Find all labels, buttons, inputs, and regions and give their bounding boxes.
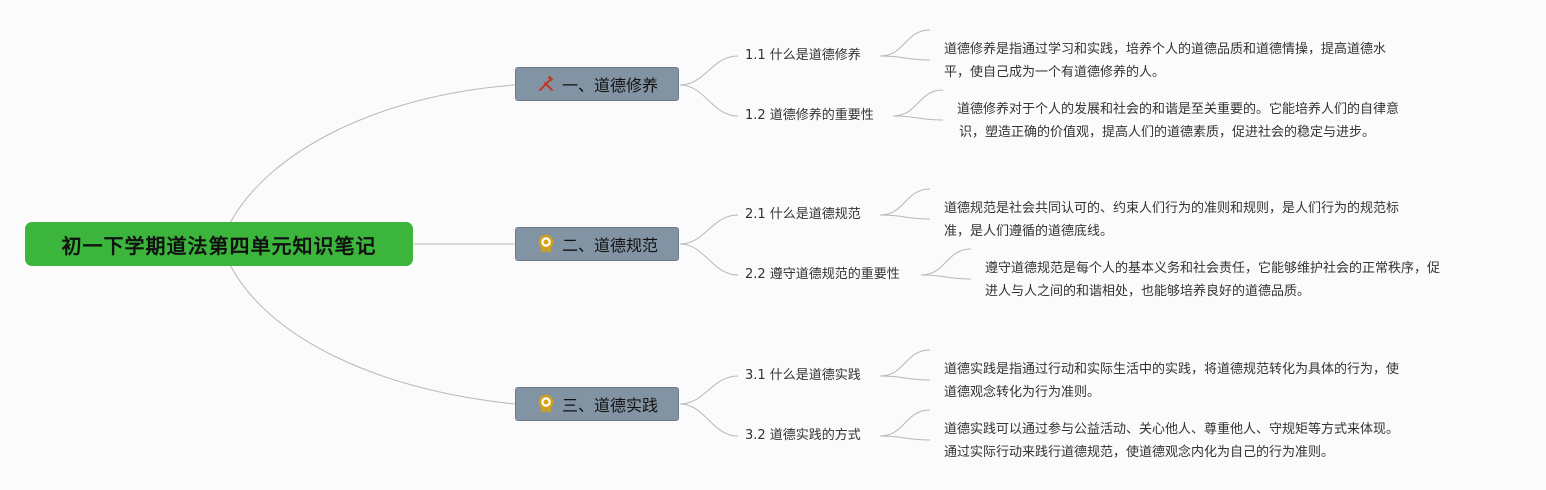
topic-label: 一、道德修养 xyxy=(561,76,658,95)
connector-sub-2-2-note xyxy=(920,248,972,280)
note-2-1[interactable]: 道德规范是社会共同认可的、约束人们行为的准则和规则，是人们行为的规范标 准，是人… xyxy=(944,197,1399,243)
topic-label: 二、道德规范 xyxy=(561,236,658,255)
note-line: 道德实践是指通过行动和实际生活中的实践，将道德规范转化为具体的行为，使 xyxy=(944,362,1400,377)
connector-root-topic-1 xyxy=(229,84,516,224)
note-line: 通过实际行动来践行道德规范，使道德观念内化为自己的行为准则。 xyxy=(944,445,1335,460)
subtopic-3-1[interactable]: 3.1 什么是道德实践 xyxy=(745,368,861,383)
root-title: 初一下学期道法第四单元知识笔记 xyxy=(61,233,377,258)
connector-topic-3-sub-1 xyxy=(679,375,739,405)
note-line: 平，使自己成为一个有道德修养的人。 xyxy=(944,65,1166,80)
connector-sub-3-2-note xyxy=(879,409,931,441)
connector-topic-3-sub-2 xyxy=(679,403,739,437)
connector-sub-3-1-note xyxy=(879,349,931,381)
topic-moral-cultivation[interactable]: 一、道德修养 xyxy=(515,67,679,101)
connector-sub-2-1-note xyxy=(879,188,931,220)
connector-sub-1-2-note xyxy=(892,89,944,121)
connector-root-topic-3 xyxy=(229,264,516,405)
note-line: 道德修养是指通过学习和实践，培养个人的道德品质和道德情操，提高道德水 xyxy=(944,42,1387,57)
note-line: 道德规范是社会共同认可的、约束人们行为的准则和规则，是人们行为的规范标 xyxy=(944,201,1400,216)
connector-topic-2-sub-2 xyxy=(679,243,739,276)
subtopic-1-2[interactable]: 1.2 道德修养的重要性 xyxy=(745,108,874,123)
note-line: 道德实践可以通过参与公益活动、关心他人、尊重他人、守规矩等方式来体现。 xyxy=(944,422,1400,437)
tools-icon xyxy=(536,74,556,94)
subtopic-1-1[interactable]: 1.1 什么是道德修养 xyxy=(745,48,861,63)
connector-topic-2-sub-1 xyxy=(679,214,739,245)
topic-moral-norms[interactable]: 二、道德规范 xyxy=(515,227,679,261)
topic-moral-practice[interactable]: 三、道德实践 xyxy=(515,387,679,421)
note-line: 识，塑造正确的价值观，提高人们的道德素质，促进社会的稳定与进步。 xyxy=(959,125,1376,140)
award-medal-icon xyxy=(536,394,556,414)
note-1-1[interactable]: 道德修养是指通过学习和实践，培养个人的道德品质和道德情操，提高道德水 平，使自己… xyxy=(944,38,1386,84)
subtopic-3-2[interactable]: 3.2 道德实践的方式 xyxy=(745,428,861,443)
note-line: 道德观念转化为行为准则。 xyxy=(944,385,1101,400)
connector-topic-1-sub-2 xyxy=(679,84,739,117)
subtopic-2-1[interactable]: 2.1 什么是道德规范 xyxy=(745,207,861,222)
note-1-2[interactable]: 道德修养对于个人的发展和社会的和谐是至关重要的。它能培养人们的自律意 识，塑造正… xyxy=(957,98,1399,144)
note-line: 准，是人们遵循的道德底线。 xyxy=(944,224,1114,239)
note-line: 遵守道德规范是每个人的基本义务和社会责任，它能够维护社会的正常秩序，促 xyxy=(985,261,1441,276)
note-line: 进人与人之间的和谐相处，也能够培养良好的道德品质。 xyxy=(985,284,1311,299)
note-line: 道德修养对于个人的发展和社会的和谐是至关重要的。它能培养人们的自律意 xyxy=(957,102,1400,117)
note-2-2[interactable]: 遵守道德规范是每个人的基本义务和社会责任，它能够维护社会的正常秩序，促 进人与人… xyxy=(985,257,1440,303)
connector-sub-1-1-note xyxy=(879,29,931,61)
note-3-2[interactable]: 道德实践可以通过参与公益活动、关心他人、尊重他人、守规矩等方式来体现。 通过实际… xyxy=(944,418,1399,464)
note-3-1[interactable]: 道德实践是指通过行动和实际生活中的实践，将道德规范转化为具体的行为，使 道德观念… xyxy=(944,358,1399,404)
root-topic[interactable]: 初一下学期道法第四单元知识笔记 xyxy=(25,222,413,266)
subtopic-2-2[interactable]: 2.2 遵守道德规范的重要性 xyxy=(745,267,900,282)
topic-label: 三、道德实践 xyxy=(561,396,658,415)
award-medal-icon xyxy=(536,234,556,254)
connector-topic-1-sub-1 xyxy=(679,55,739,86)
